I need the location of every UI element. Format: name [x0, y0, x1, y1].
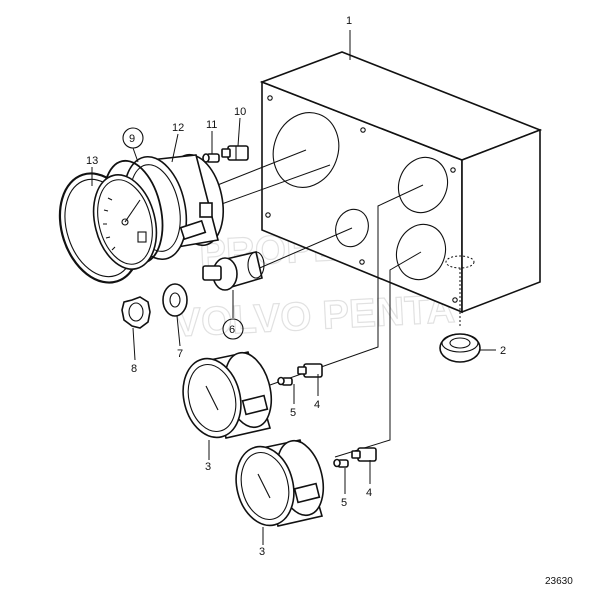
reference-number: 23630: [545, 576, 573, 587]
callout-6: 6: [229, 324, 235, 336]
washer: [162, 283, 188, 317]
callout-9-circle: [122, 127, 144, 149]
gauge-display-window: [137, 231, 147, 243]
callout-labels: 1 2 3 3 4 4 5 5 6 7 8 9 10 11 12 13: [86, 15, 506, 558]
callout-11: 11: [206, 119, 217, 131]
panel-side-face: [461, 128, 541, 314]
panel-screw-hole: [267, 95, 273, 101]
bulb-lower: [333, 458, 349, 468]
callout-8: 8: [131, 363, 137, 375]
panel-screw-hole: [450, 167, 456, 173]
gauge-needle: [205, 385, 219, 411]
callout-5-upper: 5: [290, 407, 296, 419]
housing-connector: [199, 202, 213, 218]
panel-screw-hole: [359, 259, 365, 265]
bulb-upper: [277, 376, 293, 386]
callout-9: 9: [129, 133, 135, 145]
panel-hole-right-lower: [395, 223, 447, 281]
sender-unit: [202, 251, 265, 291]
panel-screw-hole: [452, 297, 458, 303]
gauge-needle: [124, 199, 141, 223]
panel-screw-hole: [360, 127, 366, 133]
callout-5-lower: 5: [341, 497, 347, 509]
callout-2: 2: [500, 345, 506, 357]
main-gauge-housing: [122, 153, 224, 261]
callout-4-upper: 4: [314, 399, 320, 411]
gauge-needle: [257, 473, 271, 499]
grommet: [439, 333, 481, 363]
watermark-line-2: VOLVO PENTA: [173, 287, 456, 346]
panel-hole-right-upper: [397, 156, 449, 214]
small-gauge-upper: [182, 351, 273, 439]
callout-7: 7: [177, 348, 183, 360]
callout-10: 10: [234, 106, 246, 118]
bulb-holder-lower: [351, 447, 377, 462]
nut: [121, 296, 151, 329]
callout-1: 1: [346, 15, 352, 27]
callout-3-upper: 3: [205, 461, 211, 473]
panel-large-hole-upper: [272, 112, 340, 188]
instrument-panel-box: [259, 51, 543, 328]
panel-screw-hole: [265, 212, 271, 218]
callout-12: 12: [172, 122, 184, 134]
callout-3-lower: 3: [259, 546, 265, 558]
callout-13: 13: [86, 155, 98, 167]
main-gauge-face: [92, 174, 158, 270]
leader-lines: [91, 30, 496, 545]
indicator-bulb: [202, 153, 220, 163]
bulb-holder: [221, 145, 249, 161]
bulb-holder-upper: [297, 363, 323, 378]
panel-small-hole: [335, 208, 369, 248]
callout-6-circle: [222, 318, 244, 340]
small-gauge-lower: [235, 439, 325, 527]
callout-4-lower: 4: [366, 487, 372, 499]
